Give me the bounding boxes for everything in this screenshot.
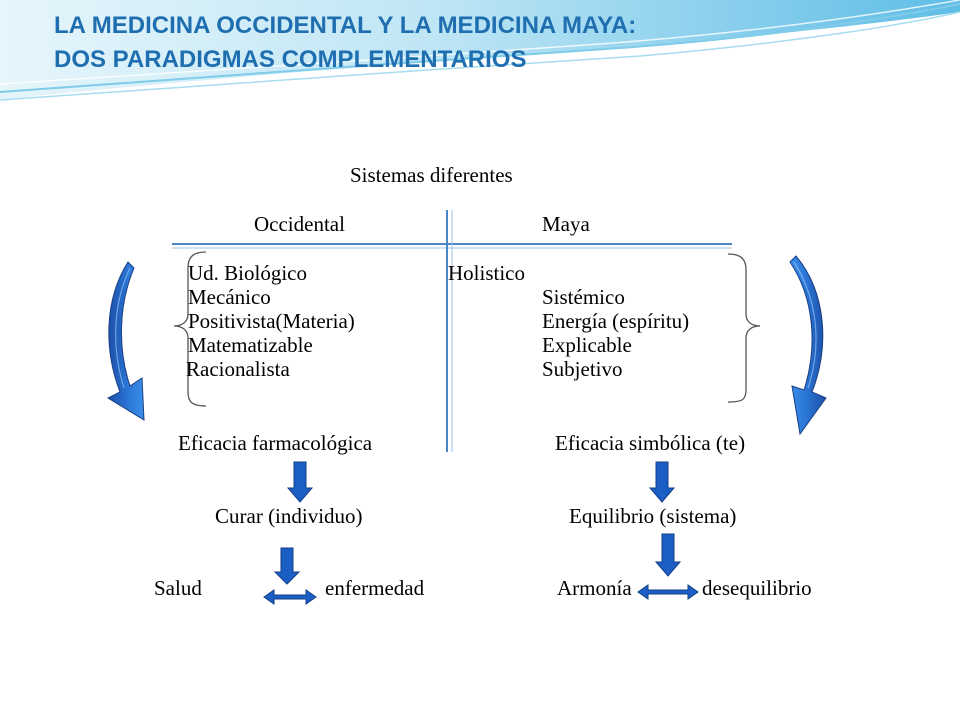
- right-item: Holistico: [448, 261, 525, 285]
- left-item: Matematizable: [188, 333, 313, 357]
- down-arrow-icon-right-2: [654, 533, 682, 577]
- title-line-2: DOS PARADIGMAS COMPLEMENTARIOS: [54, 46, 527, 73]
- title-line-1: LA MEDICINA OCCIDENTAL Y LA MEDICINA MAY…: [54, 12, 637, 39]
- goal-left: Curar (individuo): [215, 504, 363, 528]
- left-item: Positivista(Materia): [188, 309, 355, 333]
- left-curved-arrow-icon: [106, 261, 145, 421]
- subtitle: Sistemas diferentes: [350, 163, 513, 187]
- down-arrow-icon-left-1: [286, 461, 314, 503]
- efficacy-right: Eficacia simbólica (te): [555, 431, 746, 455]
- right-item: Sistémico: [542, 285, 625, 309]
- right-item: Energía (espíritu): [542, 309, 690, 333]
- column-heading-right: Maya: [542, 212, 590, 236]
- double-arrow-icon-right: [637, 584, 699, 600]
- right-curved-arrow-icon: [789, 255, 827, 436]
- down-arrow-icon-right-1: [648, 461, 676, 503]
- header-wave-decoration: [0, 0, 960, 101]
- pole-health: Salud: [154, 576, 202, 600]
- goal-right: Equilibrio (sistema): [569, 504, 737, 528]
- column-divider-vertical: [446, 210, 453, 452]
- left-item: Ud. Biológico: [188, 261, 307, 285]
- column-heading-left: Occidental: [254, 212, 345, 236]
- right-brace: [727, 253, 761, 403]
- pole-imbalance: desequilibrio: [702, 576, 812, 600]
- pole-harmony: Armonía: [557, 576, 632, 600]
- pole-illness: enfermedad: [325, 576, 425, 600]
- right-item: Subjetivo: [542, 357, 623, 381]
- left-brace: [173, 251, 207, 407]
- double-arrow-icon-left: [263, 589, 317, 605]
- left-item: Racionalista: [186, 357, 290, 381]
- left-item: Mecánico: [188, 285, 271, 309]
- down-arrow-icon-left-2: [273, 547, 301, 585]
- efficacy-left: Eficacia farmacológica: [178, 431, 373, 455]
- right-item: Explicable: [542, 333, 632, 357]
